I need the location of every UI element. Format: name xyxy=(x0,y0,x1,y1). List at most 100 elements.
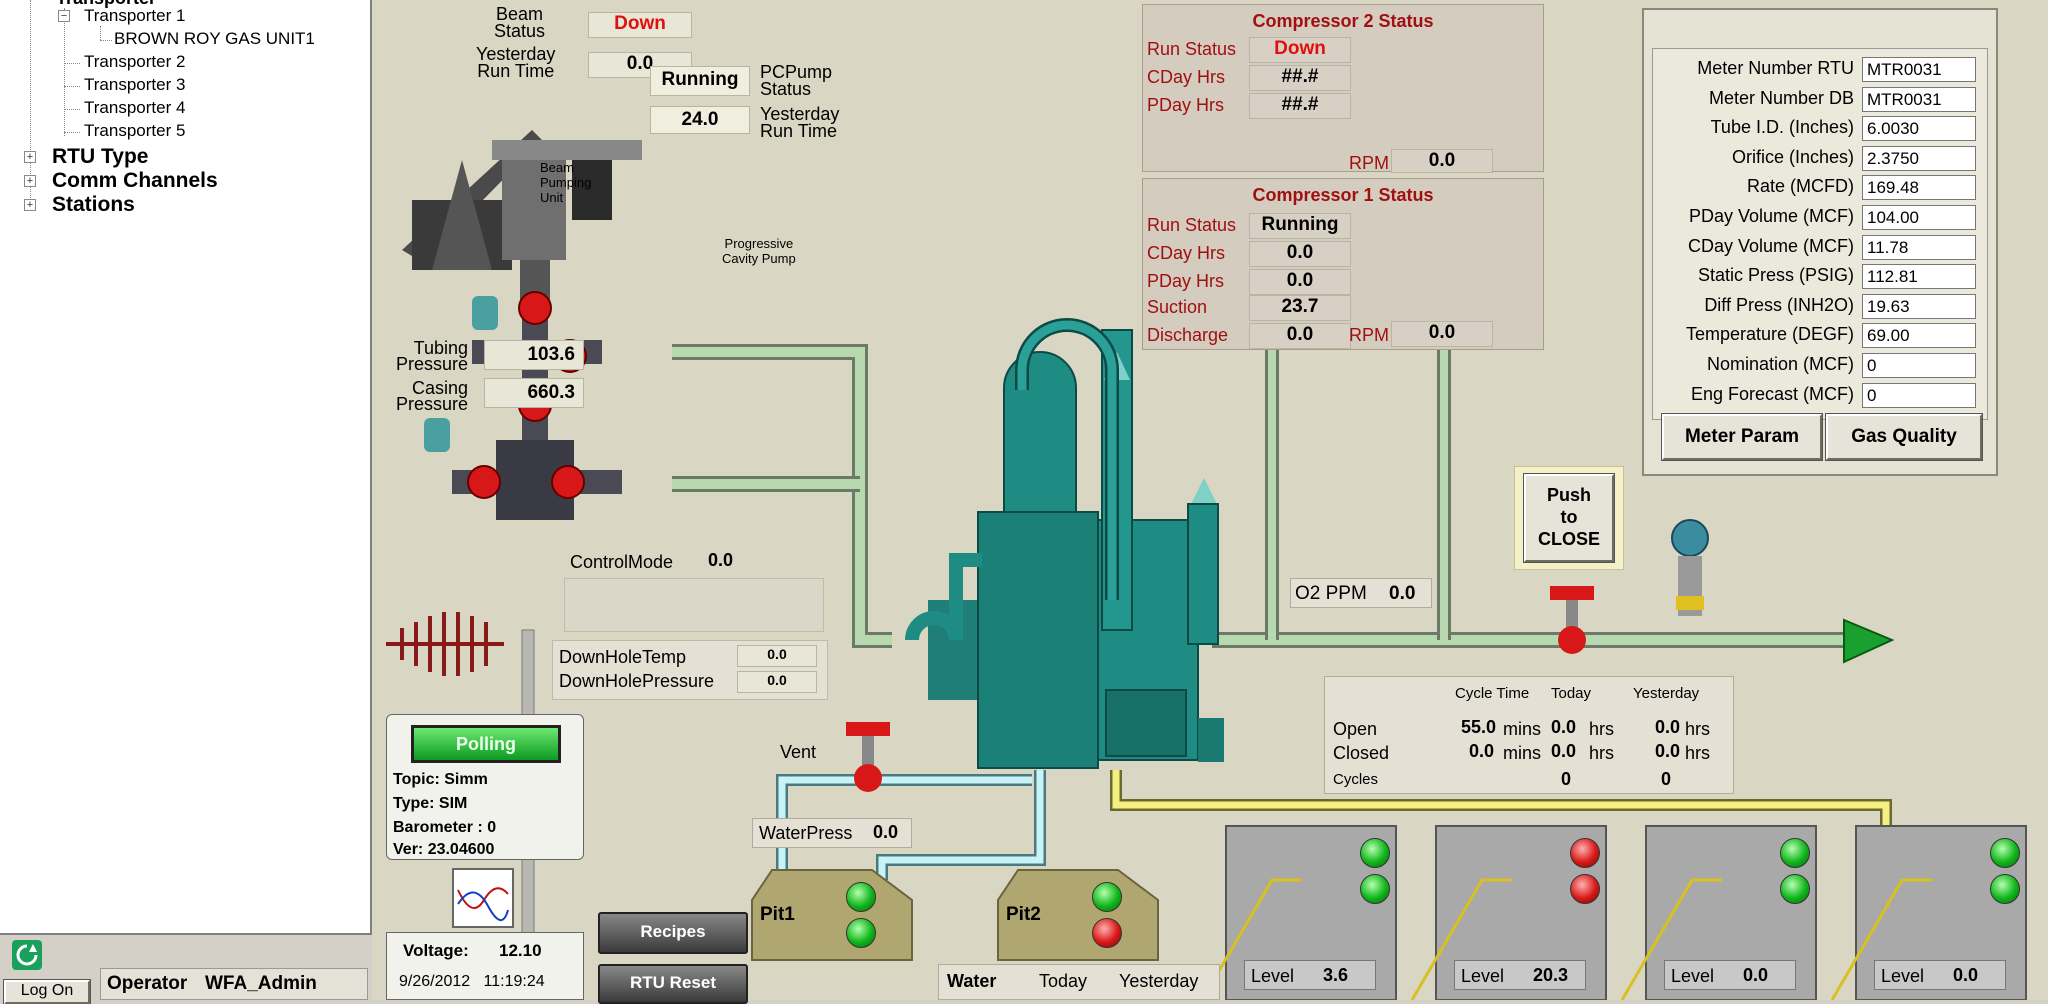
pit-2-label: Pit2 xyxy=(1006,904,1041,925)
pcp-runtime-value: 24.0 xyxy=(650,106,750,134)
tree-item-transporter-3[interactable]: Transporter 3 xyxy=(84,75,186,94)
downhole-box: DownHoleTemp 0.0 DownHolePressure 0.0 xyxy=(552,640,828,700)
tree-group-comm-channels[interactable]: Comm Channels xyxy=(52,169,218,192)
pit-1-indicator-high xyxy=(846,882,876,912)
cycle-header-today: Today xyxy=(1551,685,1592,702)
tank-2-level-value: 20.3 xyxy=(1533,965,1569,985)
vent-label: Vent xyxy=(780,742,817,762)
beam-status-label: Beam Status xyxy=(494,4,546,41)
control-mode-value: 0.0 xyxy=(708,550,734,570)
meter-row-label: CDay Volume (MCF) xyxy=(1687,235,1854,256)
c1-suction-value: 23.7 xyxy=(1249,295,1351,321)
meter-row-value: 11.78 xyxy=(1862,234,1976,260)
tank-4-level: Level 0.0 xyxy=(1874,960,2006,990)
water-press-box: WaterPress 0.0 xyxy=(752,818,912,848)
pit-2-indicator-low xyxy=(1092,918,1122,948)
tree-line xyxy=(30,0,31,210)
tree-item-transporter-4[interactable]: Transporter 4 xyxy=(84,98,186,117)
refresh-icon[interactable] xyxy=(12,940,42,970)
flow-transmitter xyxy=(1671,519,1709,616)
c1-pday-value: 0.0 xyxy=(1249,269,1351,295)
voltage-value: 12.10 xyxy=(499,941,542,960)
c1-cday-value: 0.0 xyxy=(1249,241,1351,267)
tank-4-level-label: Level xyxy=(1881,966,1925,986)
expand-icon[interactable]: + xyxy=(24,175,36,187)
rtu-reset-button[interactable]: RTU Reset xyxy=(598,964,748,1004)
tank-2-indicator-low xyxy=(1570,874,1600,904)
pcpump-status-label: PCPump Status xyxy=(760,62,833,99)
expand-icon[interactable]: + xyxy=(24,151,36,163)
tree-item-transporter-2[interactable]: Transporter 2 xyxy=(84,52,186,71)
c2-run-status-label: Run Status xyxy=(1147,39,1237,59)
open-cycle-value: 55.0 xyxy=(1461,717,1497,737)
tank-3-indicator-low xyxy=(1780,874,1810,904)
station-tree-panel: Transporter − Transporter 1 BROWN ROY GA… xyxy=(0,0,372,935)
expand-icon[interactable]: + xyxy=(24,199,36,211)
tank-1-indicator-low xyxy=(1360,874,1390,904)
tree-item-brown-roy-gas-unit1[interactable]: BROWN ROY GAS UNIT1 xyxy=(114,29,315,48)
meter-row-label: Temperature (DEGF) xyxy=(1685,324,1854,345)
rtu-type: Type: SIM xyxy=(393,795,468,812)
rtu-status-box: Polling Topic: Simm Type: SIM Barometer … xyxy=(386,714,584,860)
tree-item-transporter-5[interactable]: Transporter 5 xyxy=(84,121,186,140)
gas-quality-button[interactable]: Gas Quality xyxy=(1825,413,1983,461)
c1-run-status-value: Running xyxy=(1249,213,1351,239)
pcp-label: Progressive Cavity Pump xyxy=(722,236,796,266)
meter-row-value: 6.0030 xyxy=(1862,116,1976,142)
cycle-header-yesterday: Yesterday xyxy=(1633,685,1700,702)
tree-group-rtu-type[interactable]: RTU Type xyxy=(52,145,149,168)
water-press-value: 0.0 xyxy=(873,822,899,842)
compressor-1-title: Compressor 1 Status xyxy=(1252,185,1434,205)
water-today-header: Today xyxy=(1039,971,1088,991)
log-on-button[interactable]: Log On xyxy=(3,979,91,1004)
cycle-header-cycle-time: Cycle Time xyxy=(1455,685,1530,702)
tank-2-level-label: Level xyxy=(1461,966,1505,986)
hmi-canvas: Beam Status Down Yesterday Run Time 0.0 … xyxy=(372,0,2048,1004)
push-to-close-button[interactable]: Push to CLOSE xyxy=(1523,473,1615,563)
closed-label: Closed xyxy=(1333,743,1390,763)
open-today-unit: hrs xyxy=(1589,719,1615,739)
open-today-value: 0.0 xyxy=(1551,717,1577,737)
meter-param-button[interactable]: Meter Param xyxy=(1661,413,1823,461)
c1-discharge-value: 0.0 xyxy=(1249,323,1351,349)
meter-row-value: 0 xyxy=(1862,353,1976,378)
control-mode-label: ControlMode xyxy=(570,552,674,572)
compressor-2-title: Compressor 2 Status xyxy=(1252,11,1434,31)
closed-yesterday-value: 0.0 xyxy=(1655,741,1681,761)
cycle-table: Cycle Time Today Yesterday Open 55.0 min… xyxy=(1324,676,1734,794)
tree-item-transporter-1[interactable]: Transporter 1 xyxy=(84,6,186,25)
recipes-button[interactable]: Recipes xyxy=(598,912,748,954)
tank-3-level-label: Level xyxy=(1671,966,1715,986)
meter-row-label: PDay Volume (MCF) xyxy=(1688,206,1854,226)
open-cycle-unit: mins xyxy=(1503,719,1542,739)
c2-pday-label: PDay Hrs xyxy=(1147,95,1225,115)
open-yesterday-unit: hrs xyxy=(1685,719,1711,739)
tree-line xyxy=(100,26,101,40)
c1-discharge-label: Discharge xyxy=(1147,325,1229,345)
tank-1-level-value: 3.6 xyxy=(1323,965,1349,985)
collapse-icon[interactable]: − xyxy=(58,10,70,22)
meter-row-value: MTR0031 xyxy=(1862,57,1976,82)
c1-cday-label: CDay Hrs xyxy=(1147,243,1226,263)
tree-item-transporter-root[interactable]: Transporter xyxy=(56,0,156,9)
trend-chart-icon[interactable] xyxy=(452,868,514,928)
meter-row-label: Meter Number RTU xyxy=(1697,58,1854,78)
tree-group-stations[interactable]: Stations xyxy=(52,193,135,216)
yesterday-runtime-label: Yesterday Run Time xyxy=(476,44,556,81)
voltage-box: Voltage: 12.10 9/26/2012 11:19:24 xyxy=(386,932,584,1000)
downhole-pressure-value: 0.0 xyxy=(737,671,817,693)
voltage-label: Voltage: xyxy=(403,941,469,960)
o2-box: O2 PPM 0.0 xyxy=(1290,578,1432,608)
cycles-yesterday-value: 0 xyxy=(1661,769,1672,789)
rtu-topic: Topic: Simm xyxy=(393,771,488,788)
tank-1-level: Level 3.6 xyxy=(1244,960,1376,990)
tree-line xyxy=(64,132,80,133)
rtu-datetime: 9/26/2012 11:19:24 xyxy=(399,973,545,990)
downhole-pressure-label: DownHolePressure xyxy=(559,671,715,691)
meter-row-label: Diff Press (INH2O) xyxy=(1704,294,1854,315)
control-valve-main xyxy=(1550,586,1594,654)
polling-indicator[interactable]: Polling xyxy=(411,725,561,763)
c2-pday-value: ##.# xyxy=(1249,93,1351,119)
beam-unit-label: Beam Pumping Unit xyxy=(540,160,592,205)
separator-vessel xyxy=(905,318,1224,769)
